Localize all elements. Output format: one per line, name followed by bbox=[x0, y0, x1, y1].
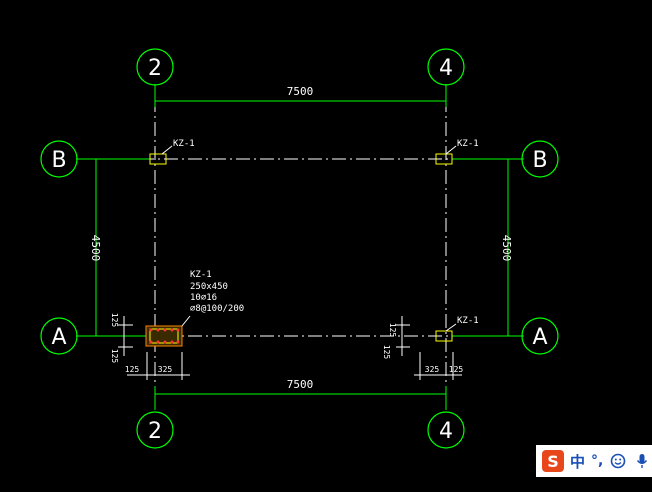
axis-bubble-top-2[interactable] bbox=[136, 48, 174, 86]
columns bbox=[145, 153, 453, 347]
dimension-texts: 7500 7500 4500 4500 125 125 125 325 125 … bbox=[89, 85, 513, 391]
axis-label-bottom-2: 2 bbox=[148, 419, 162, 444]
axis-label-top-4: 4 bbox=[439, 56, 453, 81]
detail-rebar: 10⌀16 bbox=[190, 293, 217, 303]
dim-bottom-span: 7500 bbox=[287, 378, 314, 391]
rebar-dots bbox=[149, 328, 180, 344]
dim-right-125-b: 125 bbox=[382, 345, 391, 360]
column-B2[interactable] bbox=[149, 153, 167, 165]
ime-toolbar[interactable]: S 中 °, bbox=[536, 445, 652, 477]
column-A4[interactable] bbox=[435, 330, 453, 342]
dimension-lines bbox=[76, 84, 524, 410]
dim-left-125-a: 125 bbox=[110, 313, 119, 328]
ime-punctuation-toggle[interactable]: °, bbox=[591, 453, 604, 469]
axis-label-top-2: 2 bbox=[148, 56, 162, 81]
dim-right-125-a: 125 bbox=[388, 323, 397, 338]
dim-right-span: 4500 bbox=[500, 235, 513, 262]
emoji-icon[interactable] bbox=[609, 452, 627, 470]
dim-left-325: 325 bbox=[158, 365, 173, 374]
dim-left-125-b: 125 bbox=[110, 349, 119, 364]
axis-label-bottom-4: 4 bbox=[439, 419, 453, 444]
dim-left-125-c: 125 bbox=[125, 365, 140, 374]
sogou-logo-icon[interactable]: S bbox=[542, 450, 564, 472]
axis-label-left-A: A bbox=[51, 325, 66, 350]
tag-top-left: KZ-1 bbox=[173, 139, 195, 149]
axis-bubble-right-A[interactable] bbox=[521, 317, 559, 355]
axis-bubble-bottom-2[interactable] bbox=[136, 411, 174, 449]
ime-mode-toggle[interactable]: 中 bbox=[570, 452, 586, 471]
column-B4[interactable] bbox=[435, 153, 453, 165]
detail-stirrup: ⌀8@100/200 bbox=[190, 304, 244, 314]
detail-dims bbox=[118, 316, 462, 380]
dim-right-325: 325 bbox=[425, 365, 440, 374]
axis-bubble-bottom-4[interactable] bbox=[427, 411, 465, 449]
microphone-icon[interactable] bbox=[633, 452, 651, 470]
dim-right-125-c: 125 bbox=[449, 365, 464, 374]
column-tags: KZ-1 KZ-1 KZ-1 KZ-1 250x450 10⌀16 ⌀8@100… bbox=[173, 139, 479, 326]
detail-size: 250x450 bbox=[190, 282, 228, 292]
tag-top-right: KZ-1 bbox=[457, 139, 479, 149]
dim-left-span: 4500 bbox=[89, 235, 102, 262]
dim-top-span: 7500 bbox=[287, 85, 314, 98]
axis-bubble-left-B[interactable] bbox=[40, 140, 78, 178]
axis-bubbles bbox=[40, 48, 559, 449]
axis-bubble-top-4[interactable] bbox=[427, 48, 465, 86]
tag-bottom-right: KZ-1 bbox=[457, 316, 479, 326]
axis-bubble-right-B[interactable] bbox=[521, 140, 559, 178]
axis-label-right-B: B bbox=[532, 148, 547, 173]
axis-label-right-A: A bbox=[532, 325, 547, 350]
tag-leaders bbox=[161, 145, 457, 332]
axis-bubble-left-A[interactable] bbox=[40, 317, 78, 355]
grid-lines bbox=[92, 98, 516, 395]
axis-label-left-B: B bbox=[51, 148, 66, 173]
axis-labels: 2 4 2 4 B A B A bbox=[51, 56, 547, 444]
detail-name: KZ-1 bbox=[190, 270, 212, 280]
